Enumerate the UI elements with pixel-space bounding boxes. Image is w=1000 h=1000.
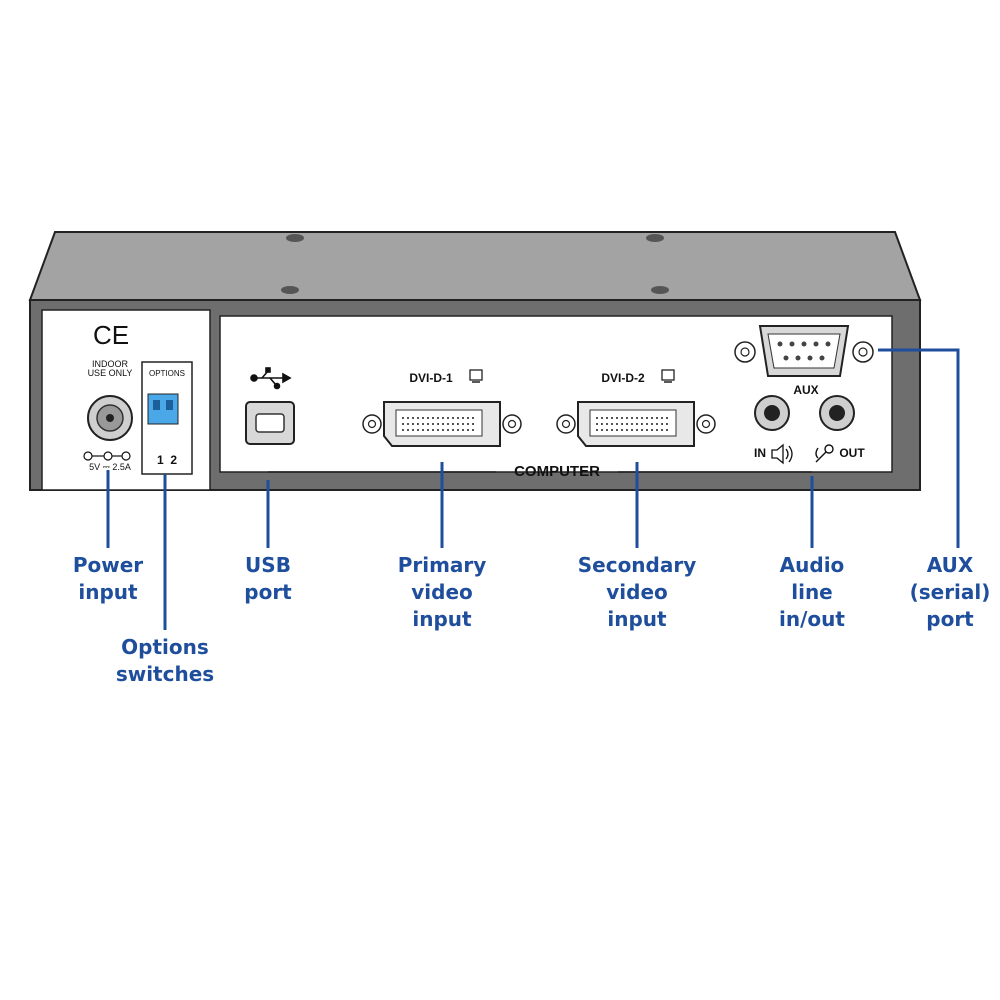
usb-port[interactable] [245,401,295,445]
audio-in-jack[interactable] [754,395,790,431]
options-switch-numbers: 1 2 [156,453,177,467]
aux-label: AUX [793,383,819,397]
dip-switch-2[interactable] [166,400,173,410]
audio-in-label: IN [754,446,766,460]
power-input-callout: Power input [72,553,144,604]
options-switch-block [147,393,179,425]
audio-callout: Audio line in/out [779,553,845,631]
dvi-port-2[interactable] [556,401,716,447]
ce-mark: CE [92,320,130,350]
aux-serial-port[interactable] [734,325,874,377]
power-polarity-icon [83,451,131,461]
audio-out-jack[interactable] [819,395,855,431]
dvi-2-label: DVI-D-2 [601,371,645,385]
aux-leader [878,348,960,548]
speaker-icon [771,443,793,465]
options-switches-callout: Options switches [115,635,215,686]
primary-video-callout: Primary video input [397,553,487,631]
options-label: OPTIONS [148,369,185,378]
chassis-top [28,231,922,301]
monitor-icon [469,369,483,383]
usb-icon [250,367,292,390]
aux-port-callout: AUX (serial) port [909,553,991,631]
dvi-1-label: DVI-D-1 [409,371,453,385]
power-jack [87,395,133,441]
computer-label: COMPUTER [514,463,600,480]
dvi-port-1[interactable] [362,401,522,447]
power-rating-label: 5V ⎓ 2.5A [89,462,131,472]
dip-switch-1[interactable] [153,400,160,410]
monitor-icon [661,369,675,383]
audio-out-label: OUT [839,446,865,460]
microphone-icon [815,444,834,463]
usb-port-callout: USB port [244,553,292,604]
indoor-use-label: INDOOR USE ONLY [87,359,133,379]
top-screws [281,234,669,294]
secondary-video-callout: Secondary video input [577,553,697,631]
